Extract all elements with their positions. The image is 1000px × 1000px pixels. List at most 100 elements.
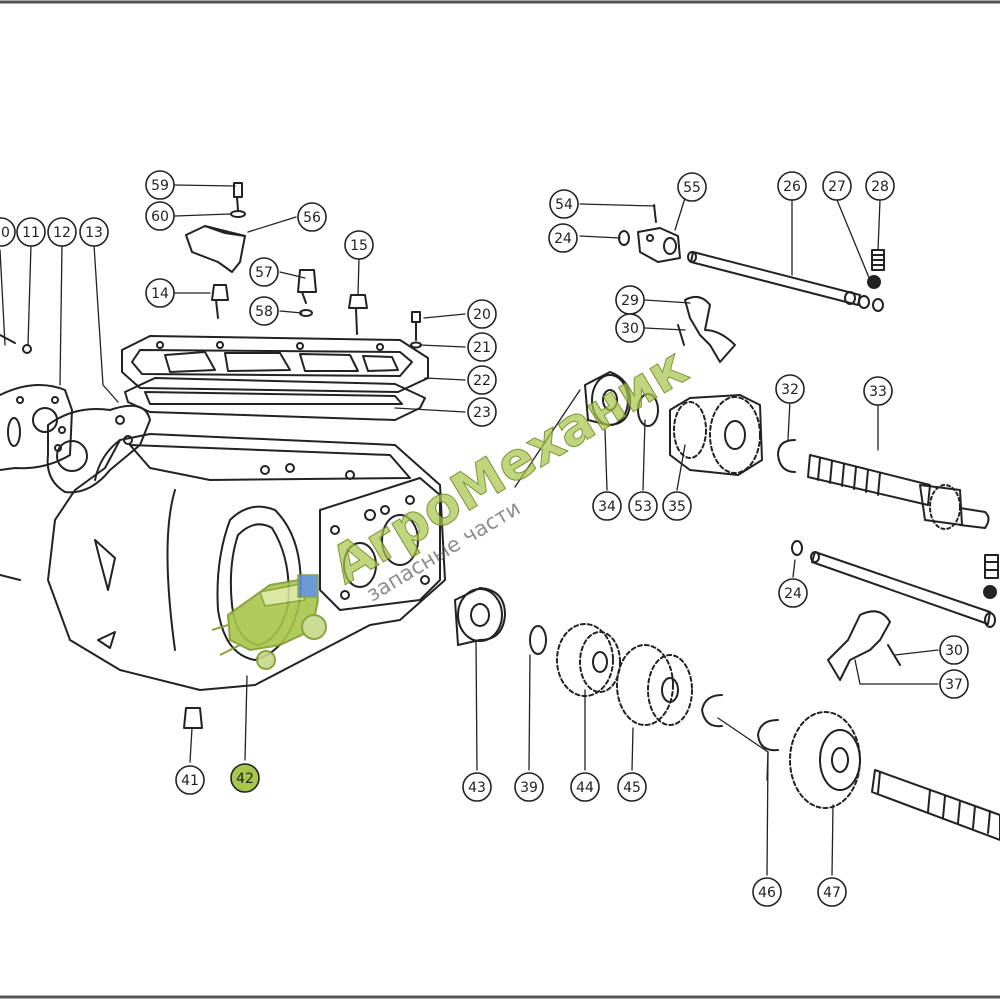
callout-circle: [0, 217, 16, 247]
callout-circle: [628, 491, 658, 521]
callout-20: 20: [467, 299, 497, 329]
callout-41: 41: [175, 765, 205, 795]
callout-60: 60: [145, 201, 175, 231]
callout-label: 46: [758, 885, 776, 901]
gear-35: [669, 394, 763, 476]
callout-14: 14: [145, 278, 175, 308]
callout-label: 24: [784, 586, 802, 602]
callout-46: 46: [752, 877, 782, 907]
callout-label: 24: [554, 231, 572, 247]
callout-label: 30: [621, 321, 639, 337]
callout-15: 15: [344, 230, 374, 260]
callout-45: 45: [617, 772, 647, 802]
callout-22: 22: [467, 365, 497, 395]
callout-label: 33: [869, 384, 887, 400]
callout-circle: [344, 230, 374, 260]
callout-53: 53: [628, 491, 658, 521]
callout-label: 59: [151, 178, 169, 194]
callout-27: 27: [822, 171, 852, 201]
callout-label: 45: [623, 780, 641, 796]
callout-label: 47: [823, 885, 841, 901]
callout-12: 12: [47, 217, 77, 247]
callout-circle: [662, 491, 692, 521]
callout-label: 26: [783, 179, 801, 195]
callout-29: 29: [615, 285, 645, 315]
callout-circle: [817, 877, 847, 907]
callout-label: 21: [473, 340, 491, 356]
callout-circle: [822, 171, 852, 201]
callout-24: 24: [778, 578, 808, 608]
callout-circle: [617, 772, 647, 802]
shift-rod-lower: [791, 540, 999, 628]
callout-group: 5960561011121315571458202122235455242627…: [0, 170, 969, 907]
bracket-assembly: [185, 182, 422, 349]
callout-58: 58: [249, 296, 279, 326]
callout-circle: [865, 171, 895, 201]
callout-43: 43: [462, 772, 492, 802]
callout-circle: [79, 217, 109, 247]
callout-54: 54: [549, 189, 579, 219]
callout-circle: [939, 669, 969, 699]
shift-fork-37: [827, 610, 901, 681]
callout-circle: [47, 217, 77, 247]
callout-32: 32: [775, 374, 805, 404]
callout-13: 13: [79, 217, 109, 247]
callout-label: 37: [945, 677, 963, 693]
callout-label: 20: [473, 307, 491, 323]
callout-circle: [777, 171, 807, 201]
callout-circle: [297, 202, 327, 232]
callout-circle: [467, 332, 497, 362]
callout-label: 56: [303, 210, 321, 226]
callout-26: 26: [777, 171, 807, 201]
callout-35: 35: [662, 491, 692, 521]
circlip-32: [777, 439, 796, 473]
callout-circle: [775, 374, 805, 404]
callout-39: 39: [514, 772, 544, 802]
shift-rod-26: [687, 249, 885, 312]
callout-circle: [249, 257, 279, 287]
callout-label: 60: [151, 209, 169, 225]
callout-circle: [549, 189, 579, 219]
gear-45: [616, 644, 693, 726]
callout-circle: [145, 170, 175, 200]
callout-circle: [939, 635, 969, 665]
callout-28: 28: [865, 171, 895, 201]
callout-label: 27: [828, 179, 846, 195]
callout-label: 41: [181, 773, 199, 789]
shift-block-55: [618, 204, 681, 263]
callout-label: 22: [473, 373, 491, 389]
watermark: АгроМеханик запасные части: [211, 336, 698, 670]
callout-circle: [570, 772, 600, 802]
callout-circle: [467, 365, 497, 395]
callout-label: 23: [473, 405, 491, 421]
callout-circle: [467, 299, 497, 329]
callout-37: 37: [939, 669, 969, 699]
callout-label: 43: [468, 780, 486, 796]
callout-label: 44: [576, 780, 594, 796]
gear-47: [789, 711, 861, 809]
circlips-46: [701, 694, 779, 752]
callout-label: 14: [151, 286, 169, 302]
callout-circle: [16, 217, 46, 247]
callout-circle: [752, 877, 782, 907]
ring-53: [637, 393, 659, 427]
callout-23: 23: [467, 397, 497, 427]
callout-label: 29: [621, 293, 639, 309]
callout-circle: [778, 578, 808, 608]
callout-circle: [514, 772, 544, 802]
callout-circle: [548, 223, 578, 253]
callout-34: 34: [592, 491, 622, 521]
callout-label: 42: [236, 771, 254, 787]
callout-label: 39: [520, 780, 538, 796]
callout-label: 32: [781, 382, 799, 398]
combine-harvester-logo: [211, 574, 327, 670]
side-cover-plates: [0, 334, 151, 494]
callout-42: 42: [230, 763, 260, 793]
callout-label: 28: [871, 179, 889, 195]
output-shaft: [871, 769, 1000, 841]
callout-circle: [175, 765, 205, 795]
callout-30: 30: [615, 313, 645, 343]
callout-label: 34: [598, 499, 616, 515]
top-cover: [121, 335, 429, 421]
